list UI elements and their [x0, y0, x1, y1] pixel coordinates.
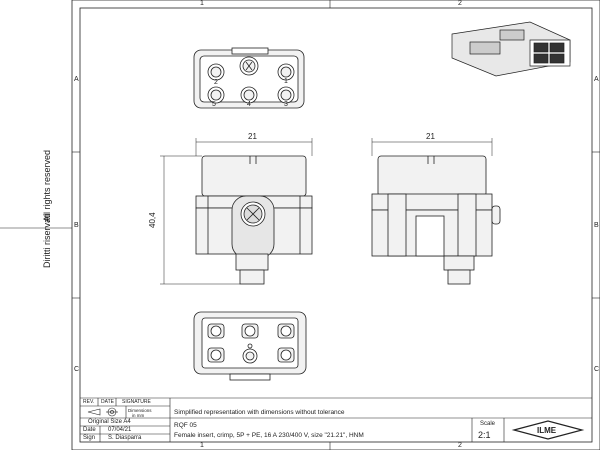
front-dimensions: [160, 138, 313, 285]
date-label: Date: [83, 427, 96, 433]
scale-value: 2:1: [478, 430, 491, 440]
zone-row-b: B: [74, 222, 79, 229]
isometric-view: [451, 21, 571, 77]
dimensions-unit: in mm: [132, 413, 145, 418]
date-header: DATE: [101, 399, 114, 405]
date-value: 07/04/21: [108, 427, 132, 433]
side-dimensions: [371, 138, 493, 156]
bottom-view: [193, 311, 307, 381]
zone-row-c: C: [74, 366, 80, 373]
dim-width-front: 21: [248, 132, 257, 141]
title-block: [80, 397, 592, 442]
part-description: Female insert, crimp, 5P + PE, 16 A 230/…: [174, 432, 364, 439]
front-view: [195, 155, 313, 285]
top-view: [193, 47, 305, 109]
logo-text: ILME: [537, 426, 557, 435]
signature-header: SIGNATURE: [122, 399, 151, 405]
rev-header: REV.: [83, 399, 95, 405]
zone-col-2-bottom: 2: [458, 442, 462, 449]
dim-height: 40,4: [148, 212, 157, 228]
pin-label-2: 2: [214, 79, 218, 86]
dim-width-side: 21: [426, 132, 435, 141]
pin-label-3: 3: [284, 101, 288, 108]
projection-symbol-icon: [87, 407, 118, 417]
zone-col-1: 1: [200, 0, 204, 7]
zone-row-a-right: A: [594, 76, 599, 83]
sheet-border: [71, 0, 600, 450]
ilme-logo: [511, 420, 585, 440]
drawing-frame: [79, 7, 593, 443]
zone-row-a: A: [74, 76, 79, 83]
sign-value: S. Diasparra: [108, 435, 142, 441]
pin-label-5: 5: [212, 101, 216, 108]
dimensions-label: Dimensions: [128, 408, 152, 413]
zone-col-2: 2: [458, 0, 462, 7]
pin-label-4: 4: [247, 101, 251, 108]
scale-label: Scale: [480, 421, 496, 427]
zone-row-c-right: C: [594, 366, 600, 373]
zone-row-b-right: B: [594, 222, 599, 229]
part-code: RQF 05: [174, 422, 197, 429]
original-size: Original Size A4: [88, 419, 131, 425]
pin-label-1: 1: [284, 78, 288, 85]
sign-label: Sign: [83, 435, 96, 441]
rights-text-en: All rights reserved: [42, 149, 52, 222]
zone-col-1-bottom: 1: [200, 442, 204, 449]
tolerance-note: Simplified representation with dimension…: [174, 409, 345, 416]
side-view: [371, 155, 501, 285]
